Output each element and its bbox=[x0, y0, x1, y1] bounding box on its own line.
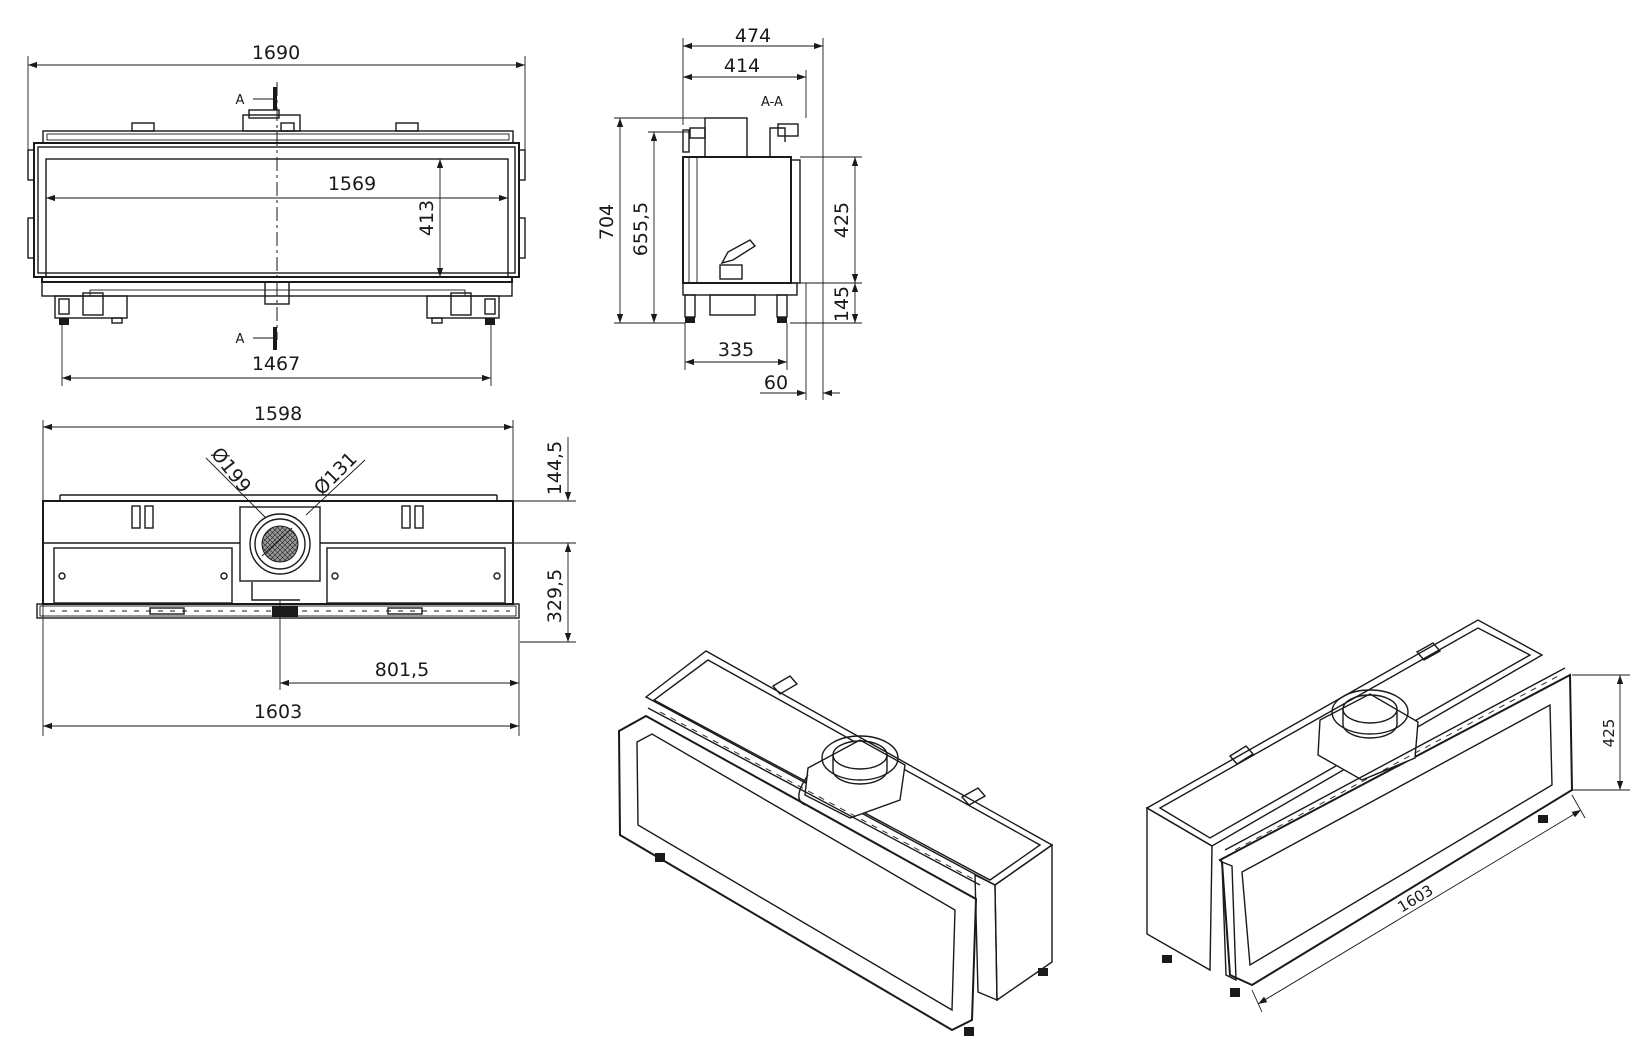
dim-glass-height: 413 bbox=[416, 200, 438, 236]
isometric-left-view bbox=[617, 650, 1054, 1036]
dim-feet-depth: 335 bbox=[718, 339, 754, 361]
top-view: Ø199 Ø131 1598 144,5 329,5 801,5 1603 bbox=[36, 403, 576, 736]
dim-window-height: 425 bbox=[831, 202, 853, 238]
isometric-right-view: 425 1603 bbox=[1145, 619, 1630, 1013]
section-view: A-A 474 414 704 655,5 425 145 335 bbox=[596, 25, 862, 400]
dim-offset: 60 bbox=[764, 372, 788, 394]
dim-flue-front: 329,5 bbox=[544, 569, 566, 623]
dim-top-width: 1598 bbox=[254, 403, 302, 425]
section-mark-a-bottom: A bbox=[236, 332, 245, 347]
dim-overall-depth: 474 bbox=[735, 25, 771, 47]
dim-iso-height: 425 bbox=[1600, 719, 1618, 748]
dim-feet-spacing: 1467 bbox=[252, 353, 300, 375]
dim-base-height: 145 bbox=[831, 286, 853, 322]
section-title: A-A bbox=[761, 95, 783, 110]
front-view: A A 1690 1569 413 1467 bbox=[27, 42, 526, 386]
dim-inner-diameter: Ø131 bbox=[310, 448, 362, 500]
dim-flue-side: 801,5 bbox=[375, 659, 429, 681]
dim-total-height: 704 bbox=[596, 204, 618, 240]
dim-flue-back: 144,5 bbox=[544, 441, 566, 495]
dim-overall-width: 1690 bbox=[252, 42, 300, 64]
dim-outer-diameter: Ø199 bbox=[206, 443, 255, 497]
dim-body-depth: 414 bbox=[724, 55, 760, 77]
dim-front-width: 1603 bbox=[254, 701, 302, 723]
dim-body-height: 655,5 bbox=[630, 202, 652, 256]
dim-glass-width: 1569 bbox=[328, 173, 376, 195]
section-mark-a-top: A bbox=[236, 93, 245, 108]
